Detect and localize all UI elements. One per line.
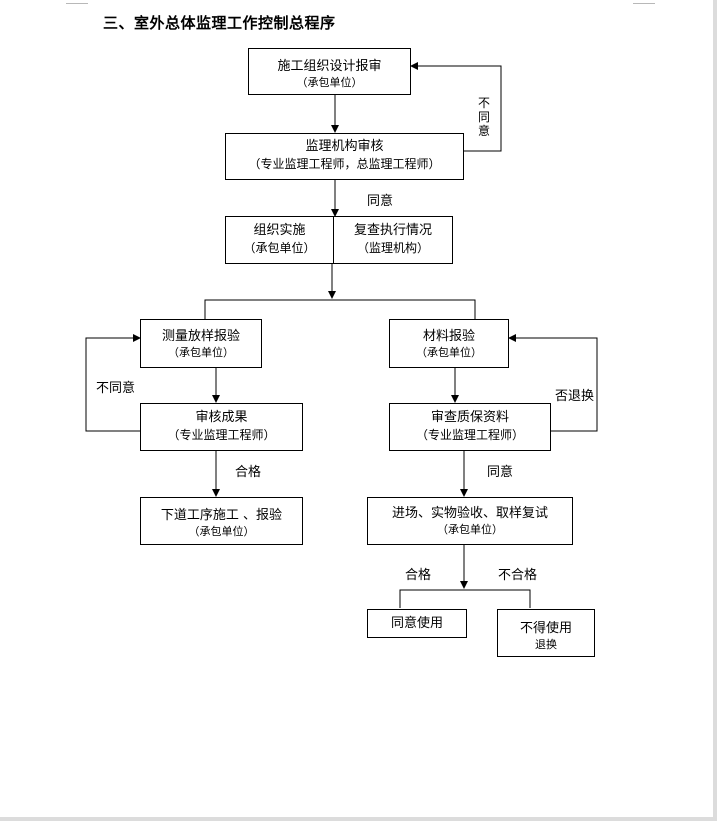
bottom-branch-bar xyxy=(399,589,531,608)
node-material-report-title: 材料报验 xyxy=(422,329,475,344)
loop-disagree-top xyxy=(410,62,502,152)
node-organize: 组织实施 （承包单位） xyxy=(225,216,334,264)
label-disagree-left: 不同意 xyxy=(96,381,136,396)
node-survey-report-title: 测量放样报验 xyxy=(161,329,240,344)
branch-bar xyxy=(204,299,476,319)
node-review-docs-title: 审查质保资料 xyxy=(430,410,509,425)
node-review-docs-subtitle: （专业监理工程师） xyxy=(415,428,524,442)
page-title: 三、室外总体监理工作控制总程序 xyxy=(103,14,336,32)
node-next-process-subtitle: （承包单位） xyxy=(188,525,255,538)
label-qualified-left: 合格 xyxy=(235,465,262,480)
node-supervision-review-title: 监理机构审核 xyxy=(305,139,384,154)
node-organize-title: 组织实施 xyxy=(253,223,306,238)
node-site-inspection: 进场、实物验收、取样复试 （承包单位） xyxy=(367,497,573,545)
node-next-process-title: 下道工序施工 、报验 xyxy=(160,508,283,523)
node-supervision-review-subtitle: （专业监理工程师，总监理工程师） xyxy=(248,157,441,171)
node-review-docs: 审查质保资料 （专业监理工程师） xyxy=(389,403,551,451)
node-recheck-title: 复查执行情况 xyxy=(353,223,432,238)
node-material-report: 材料报验 （承包单位） xyxy=(389,319,509,368)
label-disagree-vertical: 不同意 xyxy=(478,96,491,138)
node-design-review: 施工组织设计报审 （承包单位） xyxy=(248,48,411,95)
node-agree-use: 同意使用 xyxy=(367,609,467,638)
label-agree-1: 同意 xyxy=(367,194,394,209)
node-not-use-subtitle: 退换 xyxy=(535,638,557,651)
top-left-corner-mark xyxy=(66,0,88,4)
page-bottom-edge xyxy=(0,817,717,821)
node-material-report-subtitle: （承包单位） xyxy=(416,346,482,359)
node-organize-subtitle: （承包单位） xyxy=(243,241,316,255)
node-recheck-subtitle: （监理机构） xyxy=(356,241,429,255)
node-review-results-title: 审核成果 xyxy=(195,410,248,425)
node-supervision-review: 监理机构审核 （专业监理工程师，总监理工程师） xyxy=(225,133,464,180)
node-not-use: 不得使用 退换 xyxy=(497,609,595,657)
node-survey-report: 测量放样报验 （承包单位） xyxy=(140,319,262,368)
node-review-results: 审核成果 （专业监理工程师） xyxy=(140,403,303,451)
node-recheck: 复查执行情况 （监理机构） xyxy=(333,216,453,264)
node-agree-use-title: 同意使用 xyxy=(390,616,443,631)
node-next-process: 下道工序施工 、报验 （承包单位） xyxy=(140,497,303,545)
label-agree-right: 同意 xyxy=(487,465,514,480)
loop-reject-right xyxy=(508,334,598,432)
top-right-corner-mark xyxy=(633,0,655,4)
node-design-review-subtitle: （承包单位） xyxy=(296,76,363,89)
node-site-inspection-subtitle: （承包单位） xyxy=(437,523,503,536)
node-not-use-title: 不得使用 xyxy=(519,621,572,636)
node-design-review-title: 施工组织设计报审 xyxy=(277,59,382,74)
node-survey-report-subtitle: （承包单位） xyxy=(168,346,234,359)
node-review-results-subtitle: （专业监理工程师） xyxy=(167,428,276,442)
page-right-edge xyxy=(713,0,717,821)
loop-disagree-left xyxy=(85,334,141,432)
label-unqualified-bottom: 不合格 xyxy=(498,568,538,583)
label-qualified-bottom: 合格 xyxy=(405,568,432,583)
node-site-inspection-title: 进场、实物验收、取样复试 xyxy=(391,506,548,521)
label-reject-return: 否退换 xyxy=(555,389,595,404)
